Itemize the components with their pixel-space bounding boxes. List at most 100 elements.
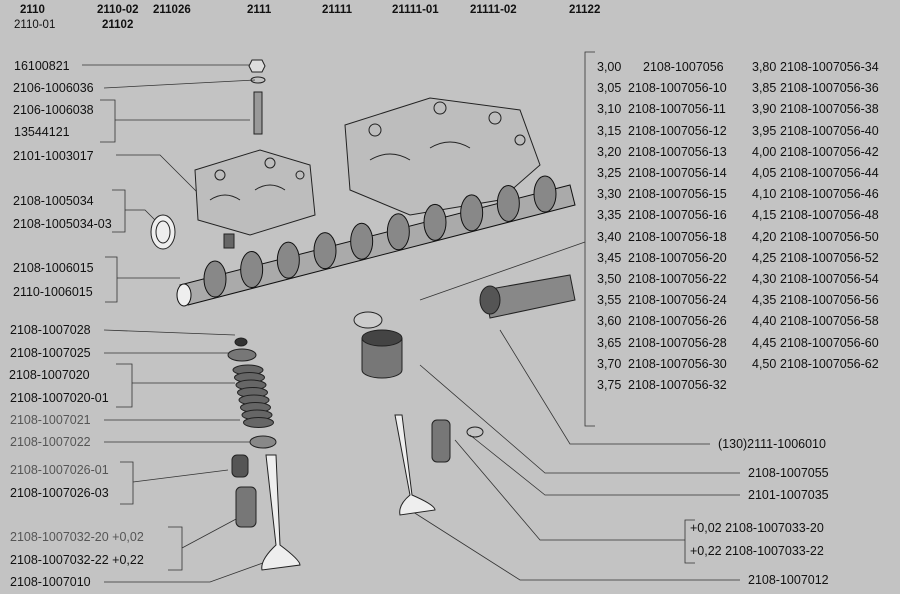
tappet	[361, 329, 403, 379]
shim-size: 4,45	[752, 335, 777, 350]
shim-part-number: 2108-1007056-50	[780, 229, 879, 244]
intake-valve	[261, 454, 301, 571]
part-label: 2106-1006036	[13, 81, 94, 95]
cam-lobe	[350, 222, 374, 260]
stud-nut-washer	[248, 59, 266, 135]
camshaft	[176, 175, 576, 307]
part-label: 2108-1007028	[10, 323, 91, 337]
camshaft-bearing-housing-large	[344, 97, 541, 216]
cam-lobe	[276, 241, 300, 279]
valve-spring	[227, 337, 277, 449]
part-label: 16100821	[14, 59, 70, 73]
part-label: 2108-1007022	[10, 435, 91, 449]
exhaust-valve	[394, 414, 436, 516]
shim-part-number: 2108-1007056-34	[780, 60, 879, 74]
shim-size: 4,40	[752, 314, 777, 329]
model-code: 21122	[569, 4, 601, 16]
shim-size: 3,65	[597, 335, 622, 350]
shim-part-number: 2108-1007056-24	[628, 293, 727, 308]
shim-part-number: 2108-1007056-42	[780, 144, 879, 159]
shim-size: 3,70	[597, 356, 622, 371]
shim-size: 3,15	[597, 123, 622, 138]
shim-size: 3,40	[597, 229, 622, 244]
shim-part-number: 2108-1007056-28	[628, 335, 727, 350]
shim-size: 4,25	[752, 250, 777, 265]
shim-size: 3,80	[752, 60, 777, 74]
part-label: 2108-1007026-03	[10, 486, 109, 500]
shim-size: 3,00	[597, 60, 622, 74]
oil-seal-small	[466, 426, 484, 438]
part-label: 2108-1007055	[748, 466, 829, 480]
part-label: 2110-1006015	[13, 285, 93, 299]
shim-size: 3,10	[597, 102, 622, 117]
part-label: 2108-1005034-03	[13, 217, 112, 231]
cam-lobe	[203, 260, 227, 298]
valve-stem-seal	[231, 454, 249, 478]
shim-part-number: 2108-1007056-10	[628, 81, 727, 96]
shim-part-number: 2108-1007056-20	[628, 250, 727, 265]
part-label: 2108-1007021	[10, 413, 91, 427]
valve-guide-left	[235, 486, 257, 528]
shim-part-number: 2108-1007056-14	[628, 166, 727, 180]
part-label: 2108-1007032-20 +0,02	[10, 530, 144, 544]
part-label: 2108-1005034	[13, 194, 94, 208]
shim-size: 4,35	[752, 293, 777, 308]
shim-part-number: 2108-1007056-62	[780, 356, 879, 371]
cam-lobe	[423, 203, 447, 241]
shim-size: 3,85	[752, 81, 777, 96]
cam-lobe	[386, 213, 410, 251]
camshaft-section	[479, 274, 576, 319]
adjusting-shim	[353, 311, 383, 329]
shim-size: 3,55	[597, 293, 622, 308]
camshaft-bearing-housing-small	[194, 149, 316, 236]
part-label: 2108-1007012	[748, 573, 829, 587]
part-label: 2106-1006038	[13, 103, 94, 117]
shim-size: 3,75	[597, 378, 622, 392]
part-label: +0,02 2108-1007033-20	[690, 521, 824, 535]
cam-lobe	[460, 194, 484, 232]
shim-part-number: 2108-1007056-44	[780, 166, 879, 180]
oil-seal	[150, 214, 176, 250]
model-code: 2111	[247, 4, 272, 16]
shim-size: 4,20	[752, 229, 777, 244]
shim-size: 3,25	[597, 166, 622, 180]
shim-part-number: 2108-1007056	[643, 60, 724, 74]
shim-size: 3,60	[597, 314, 622, 329]
part-label: 2101-1003017	[13, 149, 94, 163]
cam-lobe	[240, 251, 264, 289]
shim-part-number: 2108-1007056-26	[628, 314, 727, 329]
cam-lobe	[496, 184, 520, 222]
part-label: 2108-1007026-01	[10, 463, 109, 477]
shim-size: 3,35	[597, 208, 622, 223]
part-label: 2108-1007020-01	[10, 391, 109, 405]
part-label: 2108-1006015	[13, 261, 94, 275]
model-code: 2110	[20, 4, 45, 16]
shim-part-number: 2108-1007056-18	[628, 229, 727, 244]
part-label: (130)2111-1006010	[718, 437, 826, 451]
model-code: 21102	[102, 19, 134, 31]
shim-part-number: 2108-1007056-52	[780, 250, 879, 265]
model-code: 2110-01	[14, 19, 56, 31]
part-label: +0,22 2108-1007033-22	[690, 544, 824, 558]
shim-part-number: 2108-1007056-30	[628, 356, 727, 371]
shim-part-number: 2108-1007056-38	[780, 102, 879, 117]
shim-part-number: 2108-1007056-60	[780, 335, 879, 350]
part-label: 2108-1007032-22 +0,22	[10, 553, 144, 567]
shim-part-number: 2108-1007056-36	[780, 81, 879, 96]
shim-size: 3,45	[597, 250, 622, 265]
shim-part-number: 2108-1007056-13	[628, 144, 727, 159]
spring-coil	[243, 417, 274, 428]
shim-part-number: 2108-1007056-11	[628, 102, 726, 117]
shim-size: 3,90	[752, 102, 777, 117]
part-label: 2101-1007035	[748, 488, 829, 502]
shim-part-number: 2108-1007056-46	[780, 187, 879, 202]
cam-lobe	[533, 175, 557, 213]
shim-size: 4,50	[752, 356, 777, 371]
shim-part-number: 2108-1007056-16	[628, 208, 727, 223]
shim-part-number: 2108-1007056-48	[780, 208, 879, 223]
model-code: 21111-02	[470, 4, 517, 16]
shim-size: 3,50	[597, 272, 622, 286]
shim-size: 3,20	[597, 144, 622, 159]
shim-size: 3,30	[597, 187, 622, 202]
